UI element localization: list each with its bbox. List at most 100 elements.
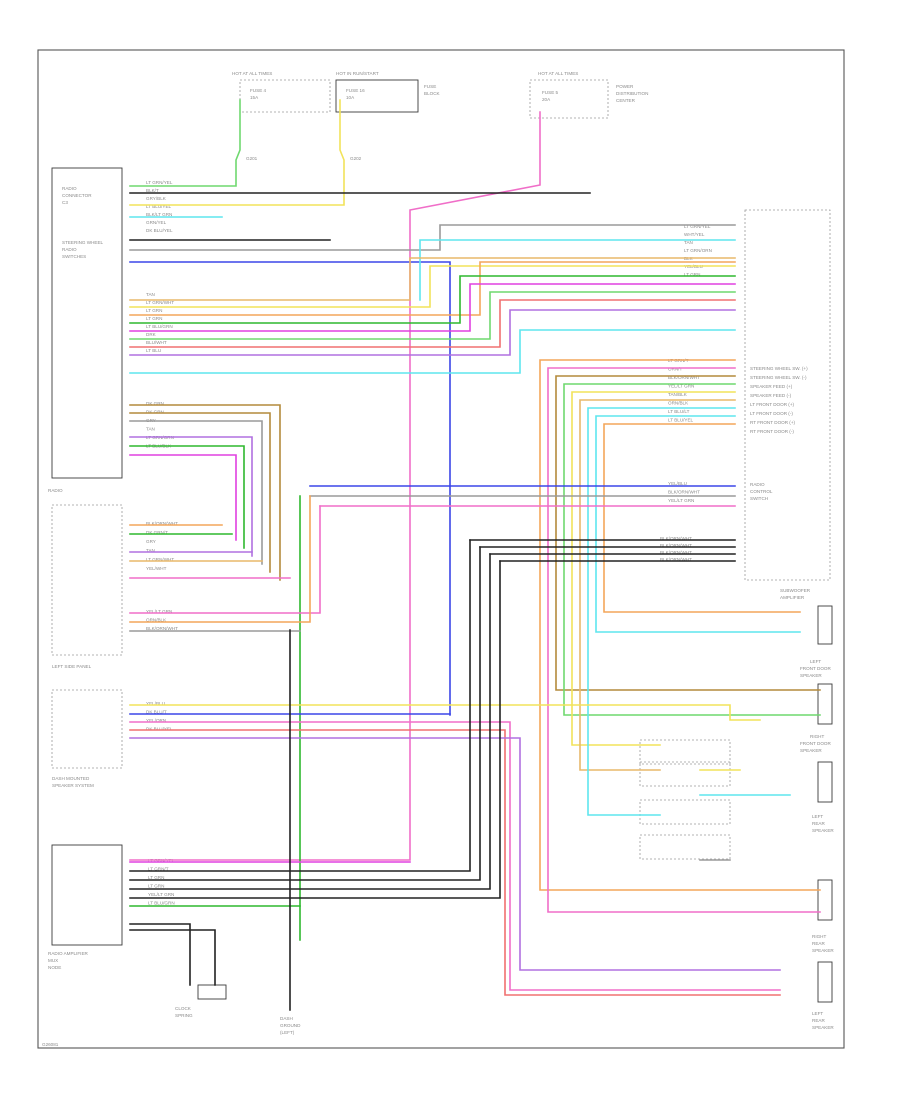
- w-violet-2: [129, 436, 253, 557]
- subwoofer-label: SUBWOOFER: [780, 588, 811, 593]
- right-pin2-label-7: LT BLU/YEL: [668, 418, 694, 423]
- mid-pin-label-7: LT BLU: [146, 348, 161, 353]
- w-cyan-4: [587, 407, 736, 816]
- amp-mux-label: RADIO AMPLIFIER: [48, 951, 89, 956]
- connector-c200-box: [51, 504, 123, 656]
- fuse-box-group: HOT AT ALL TIMES FUSE 4 15A HOT IN RUN/S…: [232, 71, 648, 161]
- w-red-2: [129, 729, 781, 996]
- left-pin-label-4: BLK/LT GRN: [146, 212, 172, 217]
- amp-mux-box: [51, 844, 123, 946]
- clock-spring-label-2: SPRING: [175, 1013, 193, 1018]
- fuse-b-rating: 10A: [346, 95, 355, 100]
- mid-pin-label-0: TAN: [146, 292, 155, 297]
- radio-amp-label-2: RADIO: [62, 247, 77, 252]
- amp-mux-label-3: NODE: [48, 965, 61, 970]
- mid-pin-label-4: LT BLU/GRN: [146, 324, 173, 329]
- steering-switch-label: RADIO: [750, 482, 765, 487]
- steering-switch-box: [744, 209, 831, 581]
- spk-rf-label: RIGHT: [810, 734, 824, 739]
- right-pin4-label-1: BLK/ORN/WHT: [660, 543, 692, 548]
- w-orange-5: [129, 495, 311, 623]
- left-pin4-label-0: YEL/LT GRN: [146, 609, 172, 614]
- left-pin6-label-5: LT BLU/GRN: [148, 901, 175, 906]
- w-gray-1: [129, 224, 736, 251]
- left-pin3-label-2: GRY: [146, 539, 156, 544]
- radio-connector-label: RADIO: [62, 186, 77, 191]
- w-brown-1: [555, 375, 821, 691]
- pin-label-0: STEERING WHEEL SW. (+): [750, 366, 808, 371]
- left-pin5-label-0: YEL/BLU: [146, 701, 165, 706]
- left-pin-label-5: GRN/YEL: [146, 220, 167, 225]
- fuse-a-rating: 15A: [250, 95, 259, 100]
- right-pin2-label-6: LT BLU/LT: [668, 409, 690, 414]
- pin-label-4: LT FRONT DOOR (+): [750, 402, 794, 407]
- w-pink-7: [129, 721, 781, 991]
- left-pin3-label-4: LT GRN/WHT: [146, 557, 174, 562]
- junction-label-2: DISTRIBUTION: [616, 91, 648, 96]
- junction-label-1: POWER: [616, 84, 634, 89]
- right-pin4-label-0: BLK/ORN/WHT: [660, 536, 692, 541]
- w-tan-1: [129, 257, 736, 301]
- w-brown-3: [129, 412, 271, 573]
- dash-ground-label-2: GROUND: [280, 1023, 301, 1028]
- cd-changer-box: [51, 689, 123, 769]
- spk-rf-box: [817, 761, 833, 803]
- left-pin5-label-3: DK BLU/YEL: [146, 727, 173, 732]
- right-pin2-label-5: ORN/BLK: [668, 401, 689, 406]
- radio-connector-label-3: C3: [62, 200, 68, 205]
- pin-label-1: STEERING WHEEL SW. (-): [750, 375, 807, 380]
- w-tan-2: [579, 399, 736, 771]
- left-side-panel-label: LEFT SIDE PANEL: [52, 664, 92, 669]
- left-pin6-label-1: LT GRN/T: [148, 867, 169, 872]
- left-pin3-label-0: BLK/ORN/WHT: [146, 521, 178, 526]
- left-pin6-label-2: LT GRN: [148, 875, 164, 880]
- fuse-b-label: HOT IN RUN/START: [336, 71, 379, 76]
- spk-module-box-3: [639, 799, 731, 825]
- spk-lf-label-3: SPEAKER: [800, 673, 822, 678]
- spk-rr-label: RIGHT: [812, 934, 826, 939]
- spk-lf-label: LEFT: [810, 659, 821, 664]
- fuse-b-box: [335, 79, 419, 113]
- dash-speaker-label-2: SPEAKER SYSTEM: [52, 783, 94, 788]
- w-green-1: [129, 275, 736, 324]
- w-yellow-2: [571, 391, 736, 746]
- radio-box: [51, 167, 123, 479]
- amp-mux-label-2: MUX: [48, 958, 58, 963]
- left-pin2-label-3: TAN: [146, 427, 155, 432]
- feed-fuse-a: [129, 99, 241, 187]
- mid-pin-label-6: BLU/WHT: [146, 340, 167, 345]
- dash-ground-label-3: (LEFT): [280, 1030, 295, 1035]
- right-pin2-label-4: TAN/BLK: [668, 392, 688, 397]
- right-pin4-label-2: BLK/ORN/WHT: [660, 550, 692, 555]
- left-pin4-label-2: BLK/ORN/WHT: [146, 626, 178, 631]
- w-cyan-5: [595, 415, 801, 633]
- feed-fuse-c: [129, 111, 541, 861]
- subwoofer-box: [817, 605, 833, 645]
- pin-label-7: RT FRONT DOOR (-): [750, 429, 794, 434]
- clock-spring-box: [197, 984, 227, 1000]
- left-pin-label-0: LT GRN/YEL: [146, 180, 173, 185]
- spk-module-box-4: [639, 834, 731, 860]
- left-pin-label-1: BLK/T: [146, 188, 159, 193]
- steering-switch-label-2: CONTROL: [750, 489, 773, 494]
- left-pin5-label-2: YEL/ORN: [146, 718, 166, 723]
- w-black-11: [129, 923, 191, 986]
- w-ltgreen-2: [563, 383, 821, 716]
- left-pin6-label-4: YEL/LT GRN: [148, 892, 174, 897]
- fuse-block-label: FUSE: [424, 84, 436, 89]
- left-pin5-label-1: DK BLU/T: [146, 710, 167, 715]
- pin-label-5: LT FRONT DOOR (-): [750, 411, 793, 416]
- fuse-c-name: FUSE 5: [542, 90, 559, 95]
- spk-rf-label-3: SPEAKER: [800, 748, 822, 753]
- dash-speaker-label: DASH MOUNTED: [52, 776, 90, 781]
- w-blue-1: [129, 261, 451, 716]
- w-red-1: [129, 299, 736, 348]
- w-pink-4: [129, 454, 237, 541]
- left-pin3-label-5: YEL/WHT: [146, 566, 167, 571]
- fuse-a-name: FUSE 4: [250, 88, 267, 93]
- fuse-c-box: [529, 79, 609, 119]
- w-yellow-4: [129, 704, 761, 721]
- right-pin4-label-3: BLK/ORN/WHT: [660, 557, 692, 562]
